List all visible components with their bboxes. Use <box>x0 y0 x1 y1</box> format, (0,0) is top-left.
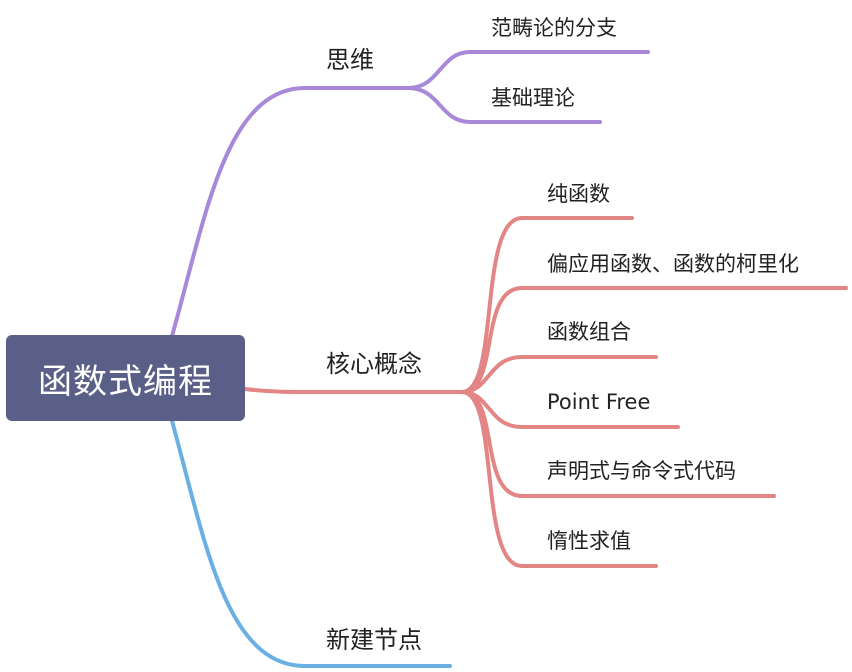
core-child-6[interactable]: 惰性求值 <box>547 529 631 553</box>
edge-core-child-1 <box>460 216 634 394</box>
branch-label-thinking[interactable]: 思维 <box>326 46 374 74</box>
core-child-1[interactable]: 纯函数 <box>547 182 610 206</box>
core-child-3[interactable]: 函数组合 <box>547 320 631 344</box>
core-child-5[interactable]: 声明式与命令式代码 <box>547 459 736 483</box>
core-child-2[interactable]: 偏应用函数、函数的柯里化 <box>547 252 799 276</box>
core-child-4[interactable]: Point Free <box>547 390 651 414</box>
thinking-child-2[interactable]: 基础理论 <box>491 86 575 110</box>
branch-label-core[interactable]: 核心概念 <box>326 350 422 378</box>
root-node[interactable]: 函数式编程 <box>6 335 245 421</box>
edge-core-child-3 <box>460 355 658 394</box>
root-label: 函数式编程 <box>38 361 213 402</box>
edge-root-new <box>170 419 452 668</box>
branch-label-new[interactable]: 新建节点 <box>326 626 422 654</box>
edge-core-child-2 <box>460 286 848 394</box>
edge-thinking-child-1 <box>406 50 650 90</box>
edge-thinking-child-2 <box>406 86 602 124</box>
edge-root-thinking <box>170 86 410 338</box>
edge-root-core <box>243 387 464 394</box>
edge-core-child-6 <box>460 390 658 568</box>
thinking-child-1[interactable]: 范畴论的分支 <box>491 16 617 40</box>
